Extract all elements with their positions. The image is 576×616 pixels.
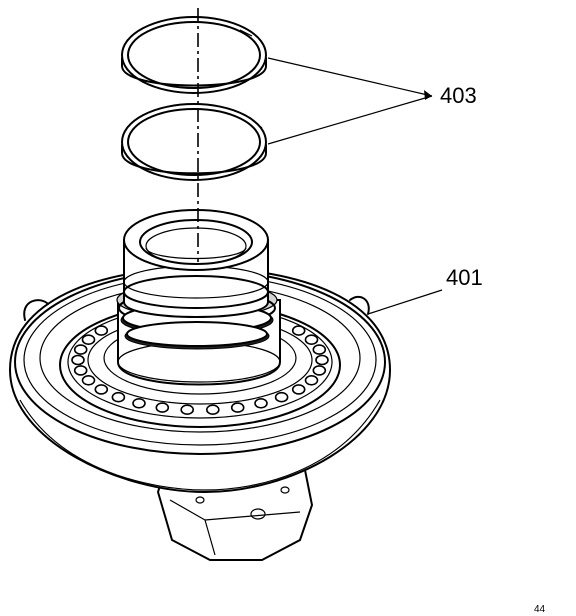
deck-hole: [81, 334, 96, 346]
deck-hole: [274, 391, 289, 403]
hole-ring: [71, 325, 329, 416]
seal-ring-lower: [121, 103, 267, 181]
corner-mark: 44: [534, 604, 546, 615]
deck-hole: [73, 344, 88, 355]
deck-hole: [304, 374, 319, 386]
callout-403: 403: [440, 83, 477, 108]
deck-hole: [73, 365, 88, 376]
deck-hole: [180, 404, 194, 416]
deck-hole: [230, 402, 245, 413]
deck-hole: [94, 325, 109, 336]
deck-hole: [312, 344, 327, 355]
leader-lines: [267, 57, 443, 315]
deck-hole: [81, 374, 96, 386]
deck-hole: [254, 397, 268, 409]
deck-hole: [132, 397, 146, 409]
deck-hole: [315, 354, 329, 366]
seal-ring-upper: [121, 16, 267, 94]
deck-hole: [155, 402, 170, 413]
support-housing: [8, 209, 392, 561]
deck-hole: [304, 334, 319, 346]
callout-401: 401: [446, 265, 483, 290]
deck-hole: [94, 384, 109, 395]
deck-hole: [312, 365, 327, 376]
deck-hole: [111, 391, 126, 403]
deck-hole: [71, 354, 85, 366]
hub: [116, 209, 281, 386]
deck-hole: [291, 325, 306, 336]
deck-hole: [291, 384, 306, 395]
deck-hole: [206, 404, 220, 416]
